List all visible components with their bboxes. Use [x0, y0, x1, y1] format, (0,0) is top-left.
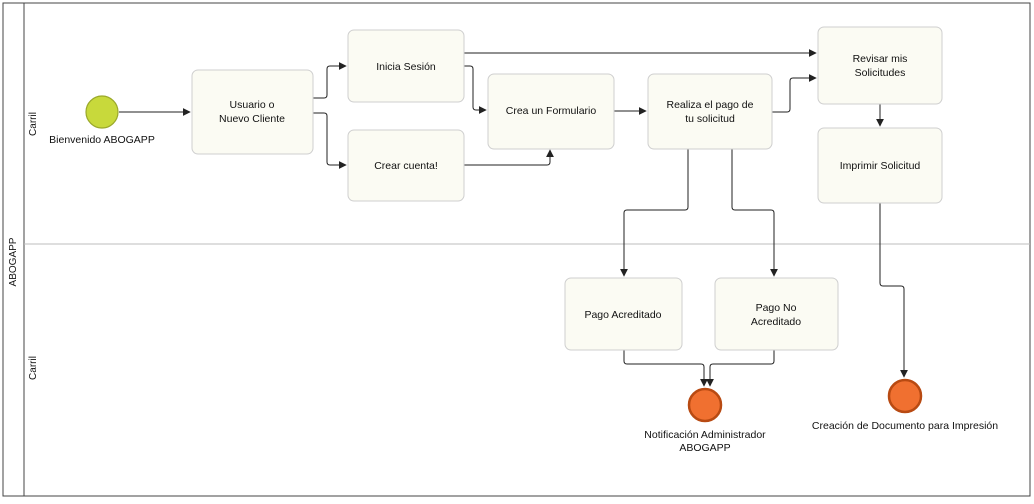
flow-inicia-to-formulario[interactable]: [464, 65, 487, 114]
lane-label: Carril: [28, 112, 39, 136]
end-event-circle[interactable]: [887, 378, 923, 414]
end-event-label: Notificación Administrador: [644, 429, 766, 441]
task-pago-acreditado[interactable]: Pago Acreditado: [564, 277, 683, 351]
task-label: Pago Acreditado: [584, 309, 661, 321]
flow-usuario-to-inicia[interactable]: [313, 62, 347, 99]
task-imprimir-solicitud[interactable]: Imprimir Solicitud: [817, 127, 943, 204]
lane-label: Carril: [28, 356, 39, 380]
pool-label: ABOGAPP: [8, 237, 19, 286]
task-label: Nuevo Cliente: [219, 113, 285, 125]
task-label: Revisar mis: [853, 53, 908, 65]
task-label: Acreditado: [751, 316, 801, 328]
lane-top: Carril: [28, 112, 39, 136]
task-crear-cuenta[interactable]: Crear cuenta!: [347, 129, 465, 202]
start-event-circle[interactable]: [85, 95, 119, 129]
task-label: tu solicitud: [685, 113, 735, 125]
flow-imprimir-to-print[interactable]: [879, 203, 908, 378]
end-event-label: ABOGAPP: [679, 442, 730, 454]
flow-pago-to-acreditado[interactable]: [620, 149, 689, 277]
flow-usuario-to-crear[interactable]: [313, 112, 347, 169]
task-pago-no-acreditado[interactable]: Pago No Acreditado: [714, 277, 839, 351]
flow-pago-to-revisar[interactable]: [772, 74, 817, 113]
end-event-notificacion[interactable]: Notificación Administrador ABOGAPP: [644, 387, 766, 454]
flow-pago-to-noacreditado[interactable]: [731, 149, 778, 277]
task-realiza-pago[interactable]: Realiza el pago de tu solicitud: [647, 73, 773, 150]
flow-acreditado-to-notify[interactable]: [623, 350, 708, 387]
end-event-label: Creación de Documento para Impresión: [812, 420, 998, 432]
flow-crear-to-formulario[interactable]: [464, 149, 554, 166]
sequence-flows: [119, 49, 908, 387]
task-label: Pago No: [756, 302, 797, 314]
flow-noacreditado-to-notify[interactable]: [706, 350, 775, 387]
task-label: Inicia Sesión: [376, 61, 436, 73]
task-revisar-solicitudes[interactable]: Revisar mis Solicitudes: [817, 26, 943, 105]
task-label: Solicitudes: [855, 67, 906, 79]
lane-bottom: Carril: [28, 356, 39, 380]
task-usuario[interactable]: Usuario o Nuevo Cliente: [191, 69, 314, 155]
task-label: Crea un Formulario: [506, 105, 597, 117]
task-crea-formulario[interactable]: Crea un Formulario: [487, 73, 615, 150]
task-label: Imprimir Solicitud: [840, 160, 921, 172]
task-label: Usuario o: [230, 99, 275, 111]
end-event-circle[interactable]: [687, 387, 723, 423]
end-event-impresion[interactable]: Creación de Documento para Impresión: [812, 378, 998, 432]
task-label: Realiza el pago de: [667, 99, 754, 111]
start-event[interactable]: Bienvenido ABOGAPP: [49, 95, 155, 146]
task-inicia-sesion[interactable]: Inicia Sesión: [347, 29, 465, 103]
task-label: Crear cuenta!: [374, 160, 438, 172]
start-event-label: Bienvenido ABOGAPP: [49, 134, 155, 146]
